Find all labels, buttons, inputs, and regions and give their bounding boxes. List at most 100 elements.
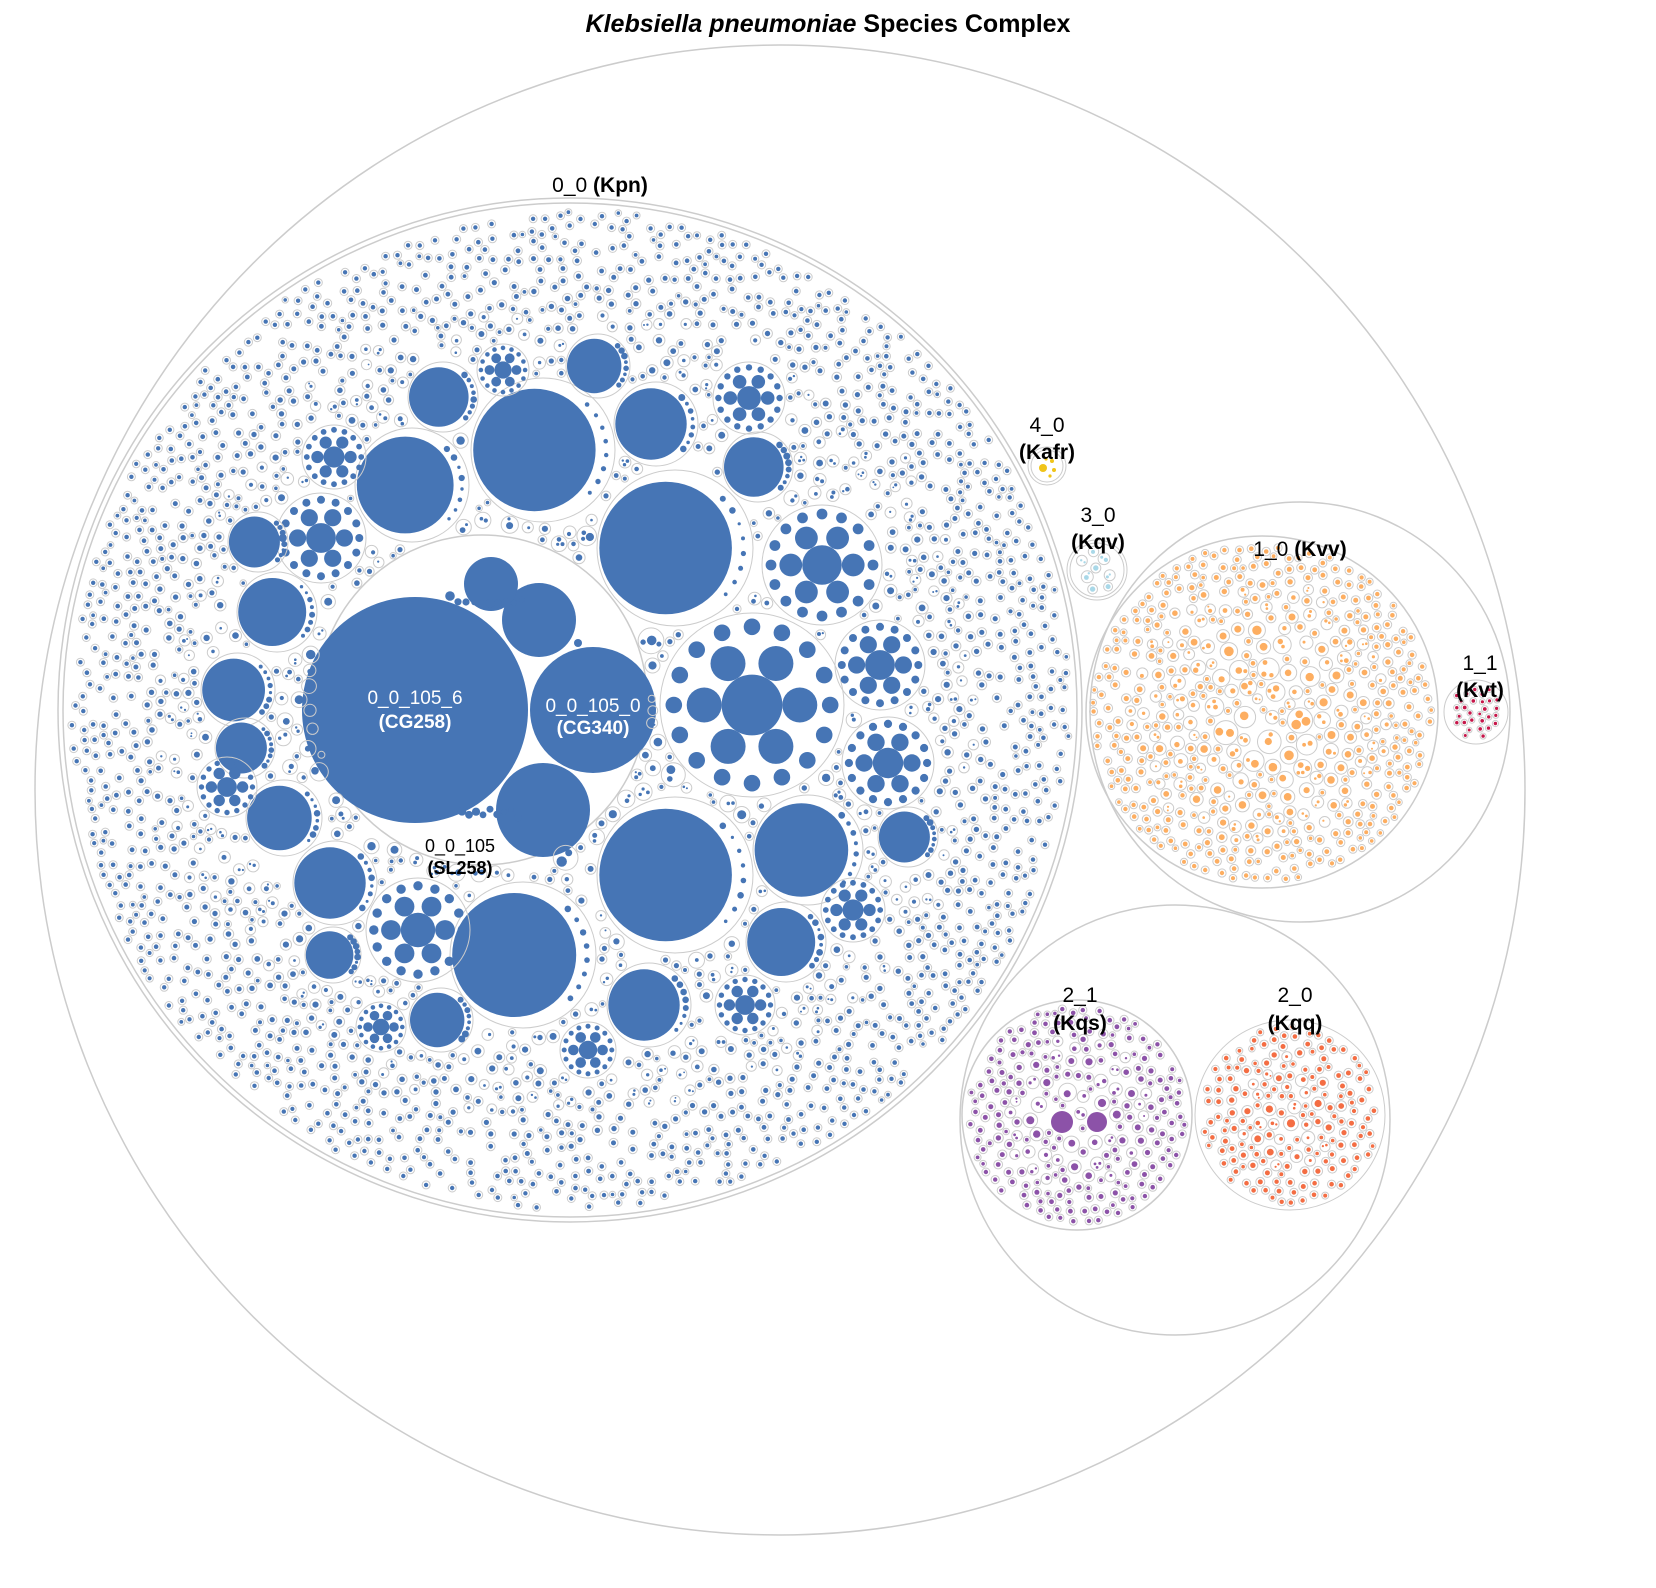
isolate-node (821, 773, 831, 783)
cluster-outline (192, 710, 206, 724)
cluster-outline (89, 611, 98, 620)
isolate-node (884, 571, 890, 576)
isolate-node (860, 998, 865, 1002)
isolate-node (697, 310, 703, 316)
isolate-node (515, 1202, 521, 1208)
isolate-node (597, 1176, 603, 1182)
cluster-outline (170, 671, 179, 679)
cluster-outline (687, 1020, 697, 1030)
cluster-outline (783, 490, 800, 507)
cluster-outline (680, 318, 693, 330)
isolate-node (842, 1121, 847, 1127)
isolate-node (410, 992, 416, 998)
isolate-node (755, 533, 761, 539)
isolate-node (232, 632, 239, 639)
isolate-node (732, 978, 738, 985)
cluster-outline (493, 1193, 503, 1203)
isolate-node (138, 778, 144, 784)
isolate-node (334, 1102, 339, 1107)
isolate-node (928, 898, 932, 902)
isolate-node (198, 829, 203, 834)
cluster-outline (372, 345, 385, 357)
cluster-outline (913, 935, 924, 946)
isolate-node (1205, 643, 1211, 649)
isolate-node (266, 883, 269, 886)
isolate-node (732, 1025, 738, 1032)
isolate-node (682, 358, 686, 363)
cluster-outline (943, 668, 952, 677)
isolate-node (813, 1038, 819, 1044)
isolate-node (429, 317, 435, 323)
cluster-outline (1020, 551, 1030, 561)
isolate-node (142, 895, 147, 899)
isolate-node (723, 1171, 729, 1176)
isolate-node (281, 541, 288, 548)
cluster-outline (1005, 492, 1015, 502)
isolate-node (610, 324, 615, 329)
cluster-outline (535, 264, 545, 275)
cluster-outline (740, 919, 750, 928)
isolate-node (302, 991, 305, 994)
isolate-node (853, 841, 858, 846)
isolate-node (691, 1090, 694, 1093)
cluster-outline (170, 766, 183, 779)
cluster-outline (377, 320, 388, 331)
cluster-outline (111, 709, 121, 720)
isolate-node (1105, 758, 1110, 764)
isolate-node (1006, 928, 1012, 933)
isolate-node (847, 954, 851, 958)
cluster-outline (975, 609, 986, 620)
isolate-node (576, 1069, 582, 1075)
cluster-outline (607, 1171, 617, 1181)
isolate-node (525, 1075, 530, 1080)
isolate-node (967, 461, 972, 466)
cluster-outline (680, 782, 693, 794)
isolate-node (258, 425, 264, 430)
isolate-node (118, 903, 124, 908)
isolate-node (259, 484, 265, 489)
cluster-outline (979, 478, 990, 488)
cluster-outline (441, 321, 452, 331)
cluster-outline (912, 399, 922, 409)
isolate-node (1015, 849, 1021, 854)
isolate-node (876, 622, 884, 631)
isolate-node (585, 1155, 591, 1161)
isolate-node (967, 909, 973, 914)
isolate-node (752, 1025, 758, 1032)
isolate-node (229, 966, 234, 972)
isolate-node (197, 449, 203, 455)
isolate-node (850, 934, 856, 941)
isolate-node (306, 319, 312, 324)
isolate-node (377, 367, 383, 373)
isolate-node (330, 314, 336, 319)
isolate-node (624, 798, 630, 804)
cluster-outline (693, 441, 704, 452)
isolate-node (827, 1132, 833, 1138)
isolate-node (1028, 663, 1034, 669)
isolate-node (409, 355, 417, 363)
cluster-outline (270, 430, 282, 442)
isolate-node (400, 421, 405, 426)
isolate-node (1151, 837, 1157, 842)
isolate-node (651, 238, 656, 242)
isolate-node (315, 294, 320, 299)
isolate-node (1372, 741, 1376, 745)
cluster-outline (169, 753, 180, 765)
cluster-outline (98, 658, 109, 668)
isolate-node (584, 284, 590, 290)
isolate-node (296, 729, 300, 733)
isolate-node (338, 353, 343, 359)
isolate-node (215, 482, 220, 487)
isolate-node (1000, 771, 1006, 778)
isolate-node (335, 529, 353, 547)
cluster-outline (906, 1036, 916, 1046)
isolate-node (732, 407, 747, 422)
isolate-node (1268, 762, 1278, 772)
isolate-node (287, 1084, 292, 1089)
isolate-node (575, 554, 583, 561)
isolate-node (520, 1107, 524, 1112)
cluster-outline (322, 298, 333, 308)
isolate-node (354, 580, 360, 586)
isolate-node (1200, 745, 1208, 753)
isolate-node (793, 994, 801, 1001)
